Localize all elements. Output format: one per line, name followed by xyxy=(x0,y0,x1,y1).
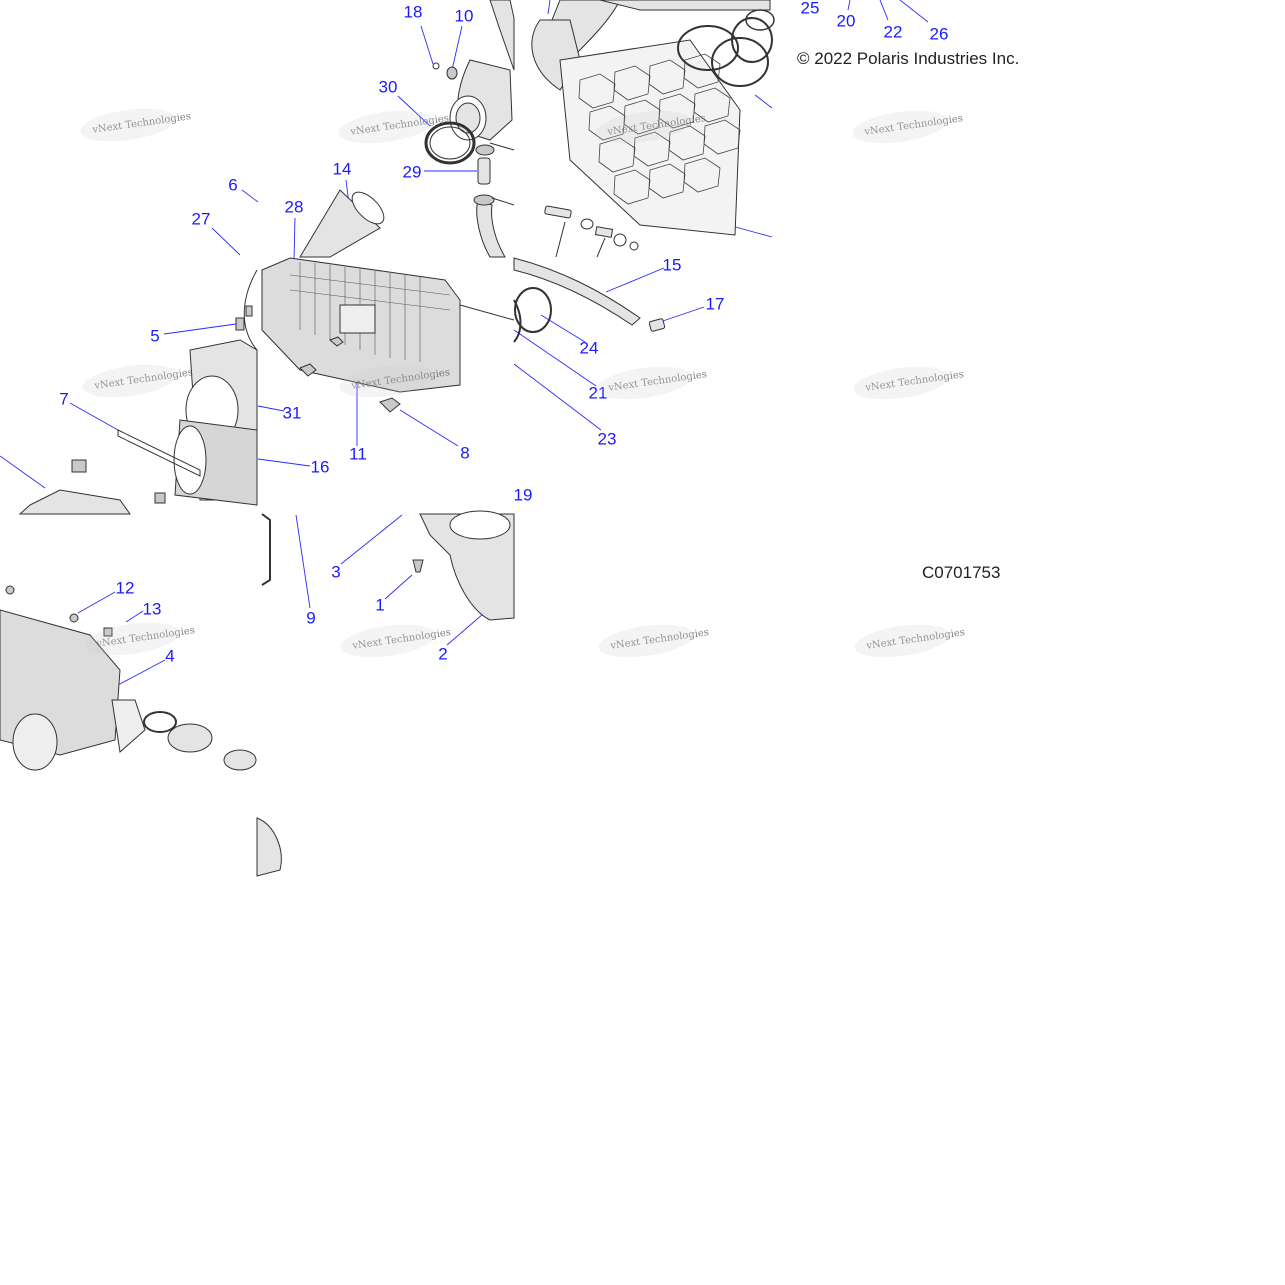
callout-15: 15 xyxy=(662,255,682,275)
callout-5: 5 xyxy=(150,326,160,346)
callout-13: 13 xyxy=(142,599,162,619)
callout-7: 7 xyxy=(59,389,69,409)
callout-25: 25 xyxy=(800,0,820,18)
tile-middle-right xyxy=(513,257,666,343)
callout-4: 4 xyxy=(165,646,175,666)
tile-lower-left xyxy=(0,585,257,771)
leader-lines xyxy=(0,0,929,686)
callout-26: 26 xyxy=(929,24,949,44)
callout-20: 20 xyxy=(836,11,856,31)
callout-6: 6 xyxy=(228,175,238,195)
copyright-notice: © 2022 Polaris Industries Inc. xyxy=(797,49,1020,68)
callout-16: 16 xyxy=(310,457,330,477)
callout-10: 10 xyxy=(454,6,474,26)
callout-18: 18 xyxy=(403,2,423,22)
callout-1: 1 xyxy=(375,595,385,615)
tile-center xyxy=(261,257,515,413)
callout-23: 23 xyxy=(597,429,617,449)
callout-19: 19 xyxy=(513,485,533,505)
callout-17: 17 xyxy=(705,294,725,314)
tile-middle-left xyxy=(18,269,258,515)
callout-27: 27 xyxy=(191,209,211,229)
callout-30: 30 xyxy=(378,77,398,97)
figure-code: C0701753 xyxy=(922,563,1001,582)
callout-22: 22 xyxy=(883,22,903,42)
callout-24: 24 xyxy=(579,338,599,358)
callout-14: 14 xyxy=(332,159,352,179)
callout-9: 9 xyxy=(306,608,316,628)
callout-11: 11 xyxy=(349,444,367,464)
callout-28: 28 xyxy=(284,197,304,217)
tile-bottom-fragment xyxy=(256,817,282,877)
callout-2: 2 xyxy=(438,644,448,664)
callout-29: 29 xyxy=(402,162,422,182)
callout-8: 8 xyxy=(460,443,470,463)
callout-3: 3 xyxy=(331,562,341,582)
callout-12: 12 xyxy=(115,578,135,598)
tile-upper-center xyxy=(299,0,515,258)
callout-31: 31 xyxy=(282,403,302,423)
tile-lower-center xyxy=(261,510,515,621)
